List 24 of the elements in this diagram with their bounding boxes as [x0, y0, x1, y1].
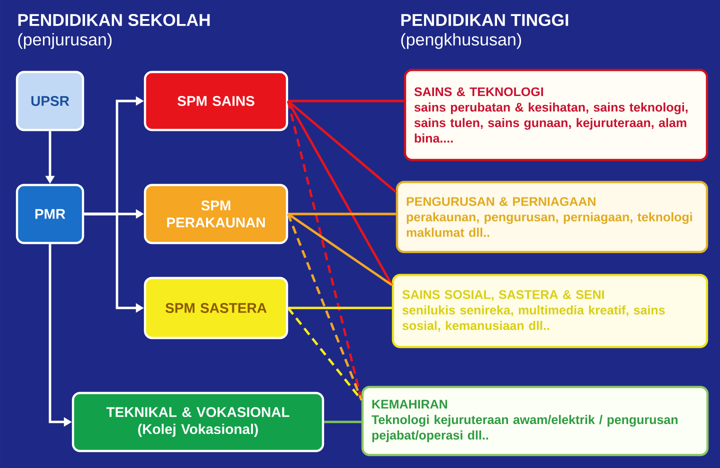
connector-line [286, 100, 363, 400]
connector-line [288, 212, 396, 216]
section-subheading: (penjurusan) [18, 33, 112, 49]
connector-line [288, 306, 392, 310]
field-box: SAINS & TEKNOLOGI sains perubatan & kesihatan, sains teknologi, sains tulen, sains gunaan, kejuruteraan, alam bina.... [404, 68, 708, 162]
level-box: PMR [16, 184, 84, 244]
section-heading: PENDIDIKAN SEKOLAH [18, 14, 210, 26]
level-box: SPM PERAKAUNAN [144, 184, 288, 244]
connector-line [287, 100, 393, 286]
field-box: SAINS SOSIAL, SASTERA & SENI senilukis senireka, multimedia kreatif, sains sosial, kemanusiaan dll.. [392, 274, 708, 348]
connector-line [286, 214, 363, 400]
section-subheading: (pengkhususan) [401, 33, 522, 49]
level-box: SPM SASTERA [144, 276, 288, 340]
field-box: KEMAHIRAN Teknologi kejuruteraan awam/elektrik / pengurusan pejabat/operasi dll.. [361, 386, 709, 456]
connector-line [287, 307, 362, 401]
connector-line [287, 100, 397, 193]
section-heading: PENDIDIKAN TINGGI [401, 14, 568, 26]
level-box: TEKNIKAL & VOKASIONAL (Kolej Vokasional) [72, 392, 324, 452]
field-box: PENGURUSAN & PERNIAGAAN perakaunan, pengurusan, perniagaan, teknologi maklumat dll.. [396, 180, 708, 254]
level-box: UPSR [16, 70, 84, 132]
level-box: SPM SAINS [144, 70, 288, 132]
connector-line [288, 100, 404, 102]
connector-line [287, 213, 393, 286]
connector-line [324, 420, 362, 424]
